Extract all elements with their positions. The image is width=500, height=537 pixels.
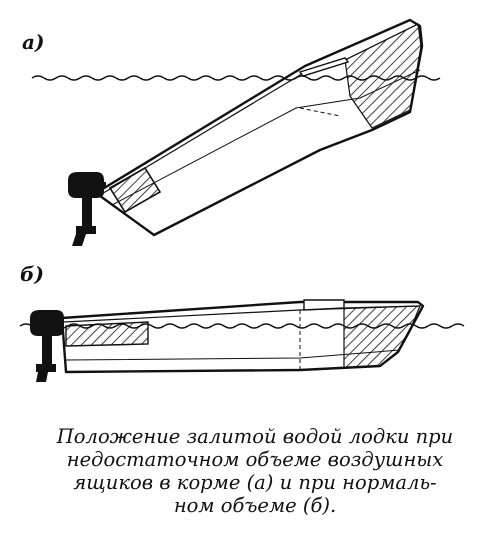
caption-line-3: ящиков в корме (а) и при нормаль- bbox=[73, 471, 437, 494]
boat-a-group bbox=[31, 18, 441, 246]
stern-air-box-a bbox=[108, 166, 162, 214]
figure-label-a: а) bbox=[22, 30, 45, 54]
figure-caption: Положение залитой водой лодки при недост… bbox=[30, 425, 480, 517]
outboard-motor-b bbox=[30, 310, 64, 382]
bow-air-box-a bbox=[344, 23, 422, 129]
frame-line-a bbox=[299, 107, 341, 117]
outboard-motor-a bbox=[68, 172, 106, 246]
bow-deck-a bbox=[298, 57, 350, 77]
caption-line-2: недостаточном объеме воздушных bbox=[66, 448, 444, 471]
stern-air-box-b bbox=[65, 321, 149, 347]
bow-air-box-b bbox=[343, 305, 421, 369]
caption-line-1: Положение залитой водой лодки при bbox=[56, 425, 454, 448]
boat-b-group bbox=[19, 299, 465, 382]
hull-a bbox=[94, 18, 424, 237]
bow-deck-b bbox=[303, 299, 345, 311]
figure-label-b: б) bbox=[20, 262, 44, 286]
caption-line-4: ном объеме (б). bbox=[173, 494, 337, 517]
boat-flooding-diagram bbox=[19, 18, 465, 382]
